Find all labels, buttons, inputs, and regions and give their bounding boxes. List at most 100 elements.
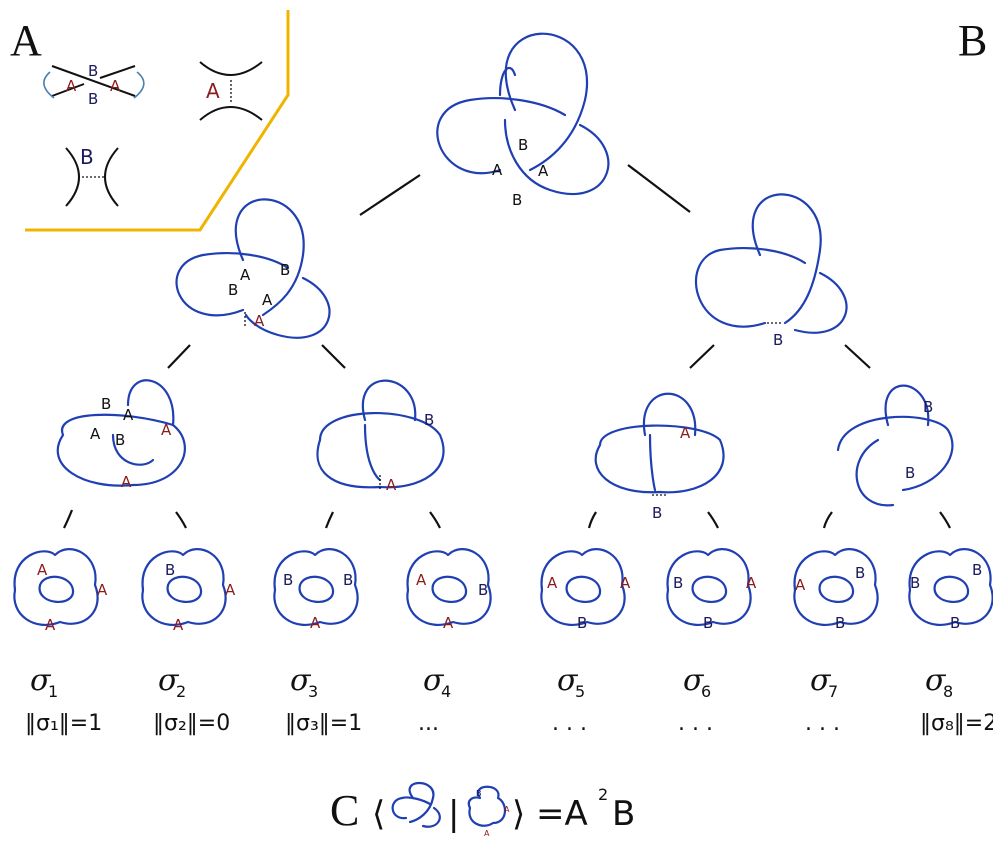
leaf-7-label-3: B xyxy=(835,614,845,632)
bracket-left: ⟨ xyxy=(372,794,385,834)
level2-2-label-a: A xyxy=(386,476,397,494)
sigma-subscript-7: 7 xyxy=(828,682,838,701)
leaf-8-label-3: B xyxy=(950,614,960,632)
tree-edges xyxy=(63,164,951,529)
level2-state-1: B A A B A A xyxy=(56,379,186,491)
root-label-a-right: A xyxy=(538,162,549,180)
level2-1-label-b2: B xyxy=(115,431,125,449)
leaf-4-label-1: A xyxy=(416,571,427,589)
sigma-subscript-3: 3 xyxy=(308,682,318,701)
level1-left-state: A B B A A xyxy=(175,198,331,339)
leaf-8-label-2: B xyxy=(972,561,982,579)
norm-label-8: ‖σ₈‖=2 xyxy=(920,711,993,736)
leaf-8-label-1: B xyxy=(910,574,920,592)
sigma-label-4: σ xyxy=(423,663,445,698)
leaf-2-label-3: A xyxy=(173,616,184,634)
level2-1-label-a2: A xyxy=(90,425,101,443)
crossing-label-b-bottom: B xyxy=(88,90,98,108)
leaf-4-label-3: A xyxy=(443,614,454,632)
leaf-2-label-1: B xyxy=(165,561,175,579)
panel-a-inset: A A B A B A B xyxy=(10,10,290,232)
b-smoothing-diagram: B xyxy=(65,145,119,207)
norm-label-6: . . . xyxy=(678,711,713,736)
sigma-label-3: σ xyxy=(290,663,312,698)
equation-exponent: 2 xyxy=(598,785,608,804)
norm-label-7: . . . xyxy=(805,711,840,736)
level2-2-label-b: B xyxy=(424,411,434,429)
b-smoothing-label: B xyxy=(80,145,94,169)
level2-state-2: B A xyxy=(316,379,445,494)
root-label-b-top: B xyxy=(518,136,528,154)
level1-left-label-a2: A xyxy=(262,291,273,309)
a-smoothing-diagram: A xyxy=(199,61,263,121)
level2-1-label-a4: A xyxy=(121,473,132,491)
sigma-label-5: σ xyxy=(557,663,579,698)
root-label-b-bottom: B xyxy=(512,191,522,209)
sigma-subscript-1: 1 xyxy=(48,682,58,701)
rotate-arrow-left-icon xyxy=(43,71,55,99)
level2-state-3: A B xyxy=(594,392,725,522)
level2-4-label-b: B xyxy=(923,398,933,416)
sigma-label-6: σ xyxy=(683,663,705,698)
level1-left-label-a3: A xyxy=(254,312,265,330)
leaf-state-6: B A B xyxy=(666,548,757,632)
norm-label-3: ‖σ₃‖=1 xyxy=(285,711,362,736)
level2-3-label-a: A xyxy=(680,424,691,442)
crossing-diagram: A B A B xyxy=(43,62,145,108)
leaf-1-label-3: A xyxy=(45,616,56,634)
leaf-state-2: B A A xyxy=(141,548,236,634)
level1-right-label-b: B xyxy=(773,331,783,349)
leaf-3-label-1: B xyxy=(283,571,293,589)
leaf-state-7: ABB xyxy=(793,548,879,632)
leaf-6-label-2: A xyxy=(746,574,757,592)
leaf-6-label-1: B xyxy=(673,574,683,592)
sigma-label-1: σ xyxy=(30,663,52,698)
crossing-label-b-top: B xyxy=(88,62,98,80)
sigma-subscript-8: 8 xyxy=(943,682,953,701)
trefoil-icon xyxy=(391,781,441,828)
crossing-label-a-right: A xyxy=(110,77,121,95)
state-icon: B A A xyxy=(467,785,510,838)
norm-label-4: ... xyxy=(418,711,439,736)
level2-1-label-b: B xyxy=(101,395,111,413)
level2-4-label-b2: B xyxy=(905,464,915,482)
level1-left-label-b2: B xyxy=(228,281,238,299)
sigma-subscript-5: 5 xyxy=(575,682,585,701)
leaf-5-label-1: A xyxy=(547,574,558,592)
panel-label-a: A xyxy=(10,16,42,65)
sigma-label-2: σ xyxy=(158,663,180,698)
norm-label-5: . . . xyxy=(552,711,587,736)
leaf-state-1: AAA xyxy=(13,548,108,634)
sigma-label-8: σ xyxy=(925,663,947,698)
crossing-label-a-left: A xyxy=(66,77,77,95)
panel-label-c: C xyxy=(330,786,359,835)
leaf-3-label-3: A xyxy=(310,614,321,632)
panel-c-equation: C ⟨ | B A A ⟩ =A 2 B xyxy=(330,781,635,838)
leaf-5-label-2: A xyxy=(620,574,631,592)
leaf-6-label-3: B xyxy=(703,614,713,632)
leaf-2-label-2: A xyxy=(225,581,236,599)
rotate-arrow-right-icon xyxy=(133,71,145,99)
norm-label-2: ‖σ₂‖=0 xyxy=(153,711,230,736)
equation-rhs-tail: B xyxy=(612,794,635,834)
panel-label-b: B xyxy=(958,16,987,65)
state-icon-label-a: A xyxy=(504,805,510,814)
root-label-a-left: A xyxy=(492,161,503,179)
bar-separator: | xyxy=(448,794,459,834)
sigma-subscript-4: 4 xyxy=(441,682,451,701)
bracket-right: ⟩ xyxy=(512,794,525,834)
state-icon-label-b: B xyxy=(476,789,482,798)
a-smoothing-label: A xyxy=(206,79,220,103)
leaf-state-4: A B A xyxy=(406,548,492,632)
level1-right-state: B xyxy=(695,193,848,349)
level2-state-4: B B xyxy=(836,384,954,507)
root-trefoil-knot: A B A B xyxy=(436,32,610,209)
level2-1-label-a: A xyxy=(123,406,134,424)
level1-left-label-b: B xyxy=(280,261,290,279)
leaf-4-label-2: B xyxy=(478,581,488,599)
sigma-subscript-6: 6 xyxy=(701,682,711,701)
